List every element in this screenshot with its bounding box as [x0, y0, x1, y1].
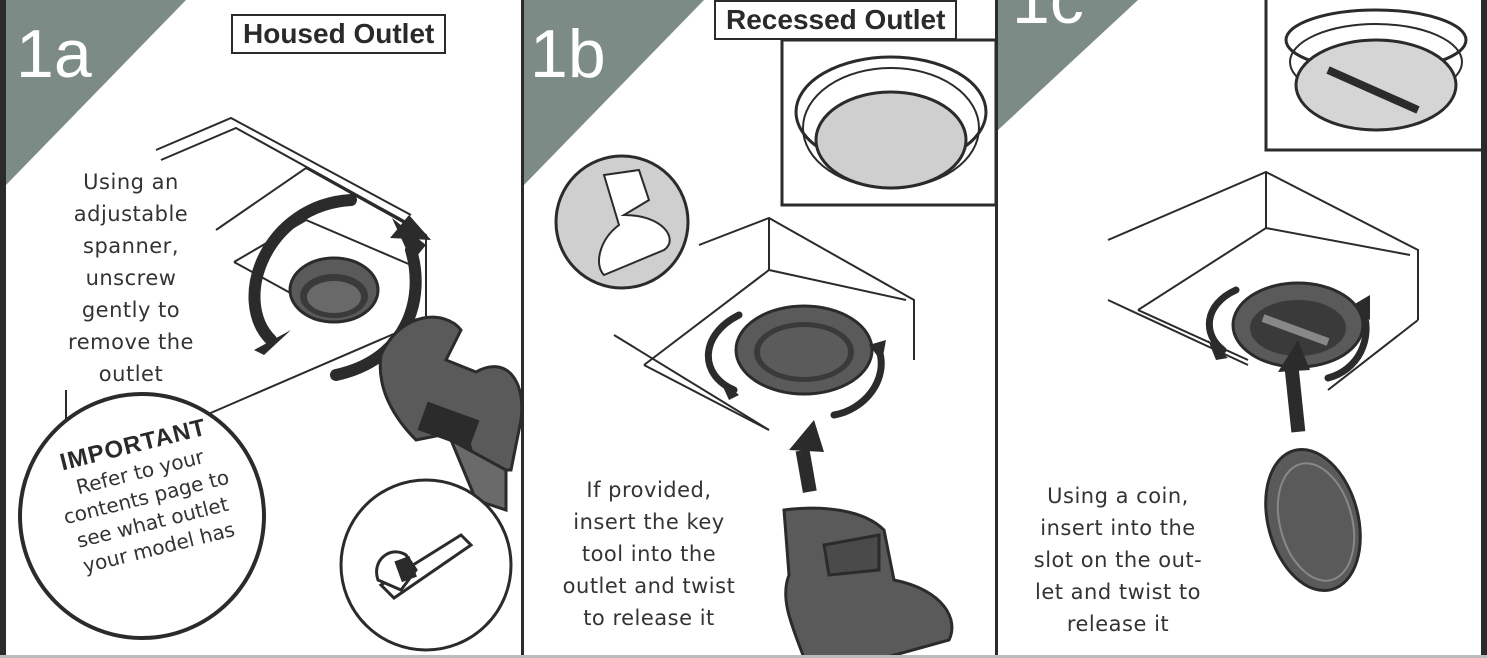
- step-instruction: Using an adjustable spanner, unscrew gen…: [41, 166, 221, 390]
- coin-icon: [1251, 439, 1375, 601]
- step-title: Housed Outlet: [231, 14, 446, 54]
- step-panel-1a: 1a Housed Outlet Using an adjustable spa…: [0, 0, 524, 658]
- spanner-icon: [380, 317, 522, 510]
- step-instruction: Using a coin, insert into the slot on th…: [1008, 480, 1228, 640]
- important-badge: IMPORTANT Refer to your contents page to…: [18, 392, 266, 640]
- step-panel-1b: 1b Recessed Outlet If provided, insert t…: [524, 0, 998, 658]
- step-title: Recessed Outlet: [714, 0, 957, 40]
- step-number: 1b: [530, 20, 606, 88]
- up-arrow-icon: [789, 420, 824, 493]
- outlet-icon: [736, 306, 872, 394]
- step-instruction: If provided, insert the key tool into th…: [539, 474, 759, 634]
- step-number: 1a: [16, 20, 92, 88]
- step-panel-1c: 1c Using a coin, insert into the slot on…: [998, 0, 1487, 658]
- key-tool-icon: [784, 508, 952, 658]
- outlet-icon: [290, 258, 378, 322]
- step-number: 1c: [1012, 0, 1084, 34]
